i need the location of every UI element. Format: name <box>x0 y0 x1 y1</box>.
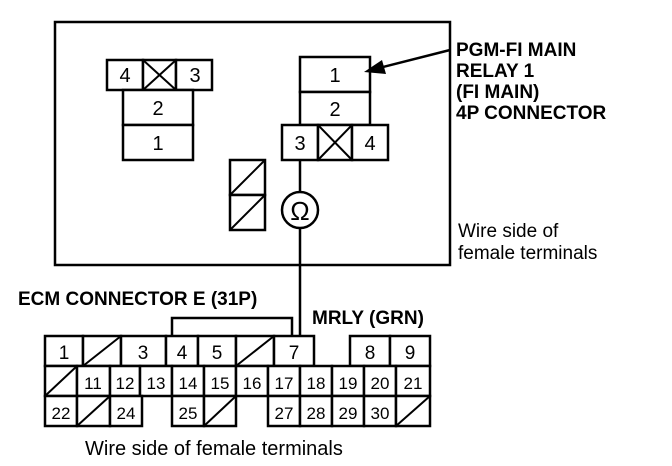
ecm-connector-label: ECM CONNECTOR E (31P) <box>18 289 257 310</box>
ecm-terminal-label: 17 <box>275 374 294 393</box>
relay-label-line-4: 4P CONNECTOR <box>456 103 607 124</box>
wire-side-label-line-2: female terminals <box>458 243 597 264</box>
ecm-terminal-label: 20 <box>371 374 390 393</box>
ecm-terminal-label: 5 <box>212 343 223 364</box>
ecm-terminal-label: 21 <box>404 374 423 393</box>
ohm-symbol: Ω <box>290 196 309 226</box>
ecm-cell <box>75 364 112 398</box>
right-terminal-1: 1 <box>329 65 340 87</box>
ecm-terminal-label: 11 <box>84 374 102 393</box>
ecm-cell <box>164 334 200 368</box>
relay-label-line-2: RELAY 1 <box>456 61 535 82</box>
ecm-terminal-label: 19 <box>339 374 358 393</box>
ecm-connector: 1 3 4 5 7 8 9 11 12 13 14 15 16 17 18 19… <box>43 316 432 428</box>
right-terminal-4: 4 <box>364 133 375 155</box>
ecm-terminal-label: 8 <box>365 343 376 364</box>
left-terminal-4: 4 <box>119 65 130 87</box>
right-terminal-3: 3 <box>294 133 305 155</box>
ecm-cell <box>170 394 206 428</box>
right-cell-1 <box>298 55 372 94</box>
ecm-cell <box>362 394 398 428</box>
ecm-terminal-label: 18 <box>307 374 326 393</box>
ecm-cell <box>108 394 144 428</box>
left-cell-1 <box>121 123 195 162</box>
ecm-terminal-label: 16 <box>243 374 262 393</box>
ecm-terminal-label: 15 <box>211 374 230 393</box>
ecm-cell <box>272 334 316 368</box>
ecm-terminal-label: 30 <box>371 404 390 423</box>
ecm-terminal-label: 4 <box>177 343 188 364</box>
relay-callout-line <box>374 48 451 71</box>
relay-label-line-1: PGM-FI MAIN <box>456 40 576 61</box>
left-terminal-1: 1 <box>152 133 163 155</box>
ecm-terminal-label: 7 <box>289 343 300 364</box>
left-connector: 4 3 2 1 <box>105 58 214 162</box>
ecm-terminal-label: 27 <box>275 404 294 423</box>
relay-callout-arrowhead <box>364 60 386 74</box>
relay-label-line-3: (FI MAIN) <box>456 82 539 103</box>
ecm-cell <box>138 364 174 398</box>
ecm-terminal-label: 25 <box>179 404 198 423</box>
ecm-lock-tab <box>170 316 294 336</box>
mrly-label: MRLY (GRN) <box>312 308 424 329</box>
ecm-cell <box>202 364 238 398</box>
relay-housing-outline <box>53 20 452 267</box>
left-terminal-3: 3 <box>189 65 200 87</box>
bottom-caption: Wire side of female terminals <box>85 438 343 460</box>
ecm-terminal-label: 9 <box>405 343 416 364</box>
left-terminal-2: 2 <box>152 98 163 120</box>
ecm-terminal-label: 14 <box>179 374 198 393</box>
ecm-terminal-label: 22 <box>52 404 71 423</box>
ecm-terminal-label: 29 <box>339 404 358 423</box>
blank-terminal-block <box>228 158 267 232</box>
right-cell-4 <box>350 123 390 162</box>
ecm-cell <box>388 334 432 368</box>
ecm-terminal-label: 12 <box>116 374 135 393</box>
ecm-terminal-label: 3 <box>138 343 149 364</box>
right-terminal-2: 2 <box>329 99 340 121</box>
ecm-terminal-label: 13 <box>147 374 166 393</box>
ecm-terminal-label: 28 <box>307 404 326 423</box>
wire-side-label-line-1: Wire side of <box>458 221 559 242</box>
ecm-terminal-label: 1 <box>59 343 70 364</box>
ecm-terminal-label: 24 <box>117 404 136 423</box>
